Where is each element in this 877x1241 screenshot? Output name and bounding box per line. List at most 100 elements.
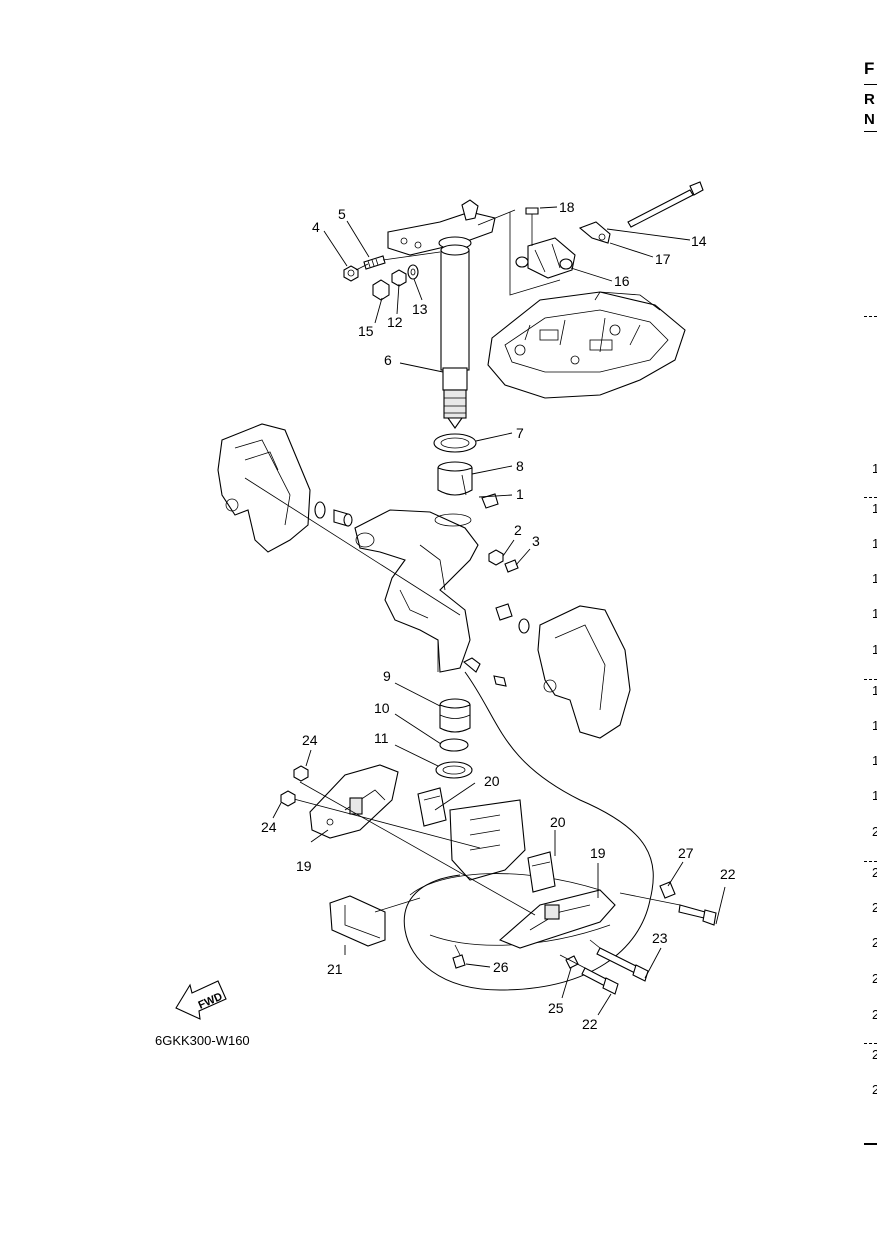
callout-17: 17 — [655, 251, 671, 267]
bracket-plate-illustration — [578, 221, 611, 244]
edge-row-number: 1 — [872, 461, 877, 476]
callout-22-right: 22 — [720, 866, 736, 882]
callout-7: 7 — [516, 425, 524, 441]
callout-4: 4 — [312, 219, 320, 235]
callout-22-bottom: 22 — [582, 1016, 598, 1032]
steering-bracket-illustration — [387, 199, 516, 256]
callout-21: 21 — [327, 961, 343, 977]
callout-3: 3 — [532, 533, 540, 549]
steering-shaft-illustration — [440, 244, 470, 429]
callout-11: 11 — [374, 730, 389, 746]
plate-illustration — [481, 493, 499, 509]
callout-15: 15 — [358, 323, 374, 339]
callout-26: 26 — [493, 959, 509, 975]
bushing-illustration — [333, 509, 353, 527]
o-ring-illustration — [439, 738, 469, 752]
callout-9: 9 — [383, 668, 391, 684]
nut-illustration — [343, 265, 359, 282]
mount-cover-left-illustration — [309, 764, 399, 839]
nut-illustration — [488, 549, 504, 566]
nut-illustration — [391, 269, 407, 287]
edge-rule — [864, 497, 877, 498]
callout-20-upper: 20 — [484, 773, 500, 789]
bolt-illustration — [504, 559, 519, 573]
cap-nut-illustration — [372, 279, 390, 301]
callout-14: 14 — [691, 233, 707, 249]
washer-illustration — [280, 790, 296, 807]
stud-bolt-illustration — [363, 255, 386, 270]
callout-19-left: 19 — [296, 858, 312, 874]
diagram-code: 6GKK300-W160 — [155, 1033, 250, 1048]
swivel-bracket-illustration — [354, 509, 479, 673]
fwd-arrow-icon: FWD — [175, 980, 227, 1020]
callout-5: 5 — [338, 206, 346, 222]
edge-row-number: 1 — [872, 683, 877, 698]
edge-rule — [864, 861, 877, 862]
callout-27: 27 — [678, 845, 694, 861]
callout-2: 2 — [514, 522, 522, 538]
screw-illustration — [452, 944, 466, 969]
leader-lines — [272, 206, 726, 1016]
edge-row-number: 2 — [872, 824, 877, 839]
callout-1: 1 — [516, 486, 524, 502]
callout-6: 6 — [384, 352, 392, 368]
bolt-illustration — [678, 904, 717, 926]
edge-row-number: 1 — [872, 753, 877, 768]
edge-row-number: 2 — [872, 1047, 877, 1062]
edge-rule — [864, 84, 877, 85]
clamp-bracket-right-illustration — [537, 605, 631, 739]
rubber-mount-illustration — [527, 851, 556, 893]
bushing-illustration — [495, 603, 513, 621]
callout-16: 16 — [614, 273, 630, 289]
callout-13: 13 — [412, 301, 428, 317]
edge-row-number: 1 — [872, 606, 877, 621]
seal-ring-illustration — [433, 433, 477, 453]
callout-24-upper: 24 — [302, 732, 318, 748]
callout-labels: 1 2 3 4 5 6 7 8 9 10 11 12 13 14 15 16 1… — [261, 199, 736, 1032]
edge-row-number: 2 — [872, 900, 877, 915]
clip-illustration — [659, 881, 676, 899]
edge-rule — [864, 679, 877, 680]
callout-12: 12 — [387, 314, 403, 330]
bolt-illustration — [525, 207, 539, 232]
bolt-illustration — [596, 947, 649, 982]
edge-row-number: 2 — [872, 1007, 877, 1022]
edge-row-number: 1 — [872, 536, 877, 551]
long-bolt-illustration — [627, 181, 704, 228]
lower-mount-illustration — [409, 799, 611, 946]
edge-row-number: 1 — [872, 571, 877, 586]
rubber-mount-illustration — [417, 787, 447, 827]
edge-row-number: 1 — [872, 642, 877, 657]
edge-row-number: 2 — [872, 971, 877, 986]
stopper-assembly-illustration — [515, 237, 576, 279]
callout-19-right: 19 — [590, 845, 606, 861]
grease-nipple-illustration — [463, 657, 507, 687]
callout-23: 23 — [652, 930, 668, 946]
washer-illustration — [293, 765, 309, 782]
washer-illustration — [314, 501, 326, 519]
callout-8: 8 — [516, 458, 524, 474]
edge-row-number: 2 — [872, 1082, 877, 1097]
bushing-illustration — [439, 698, 471, 733]
seal-illustration — [435, 761, 473, 779]
bushing-illustration — [437, 461, 473, 496]
callout-20-lower: 20 — [550, 814, 566, 830]
edge-letter-r: R — [864, 91, 875, 108]
edge-row-number: 1 — [872, 501, 877, 516]
damper-block-illustration — [329, 895, 386, 947]
callout-10: 10 — [374, 700, 390, 716]
edge-rule — [864, 1043, 877, 1044]
edge-row-number: 1 — [872, 788, 877, 803]
mount-cover-right-illustration — [498, 889, 616, 949]
washer-illustration — [518, 618, 530, 634]
hose-line — [403, 671, 654, 991]
edge-row-number: 2 — [872, 935, 877, 950]
edge-letter-n: N — [864, 111, 875, 128]
washer-illustration — [407, 264, 419, 280]
clip-illustration — [565, 955, 579, 969]
callout-18: 18 — [559, 199, 575, 215]
clamp-bracket-left-illustration — [217, 423, 311, 553]
edge-row-number: 1 — [872, 718, 877, 733]
edge-rule — [864, 316, 877, 317]
